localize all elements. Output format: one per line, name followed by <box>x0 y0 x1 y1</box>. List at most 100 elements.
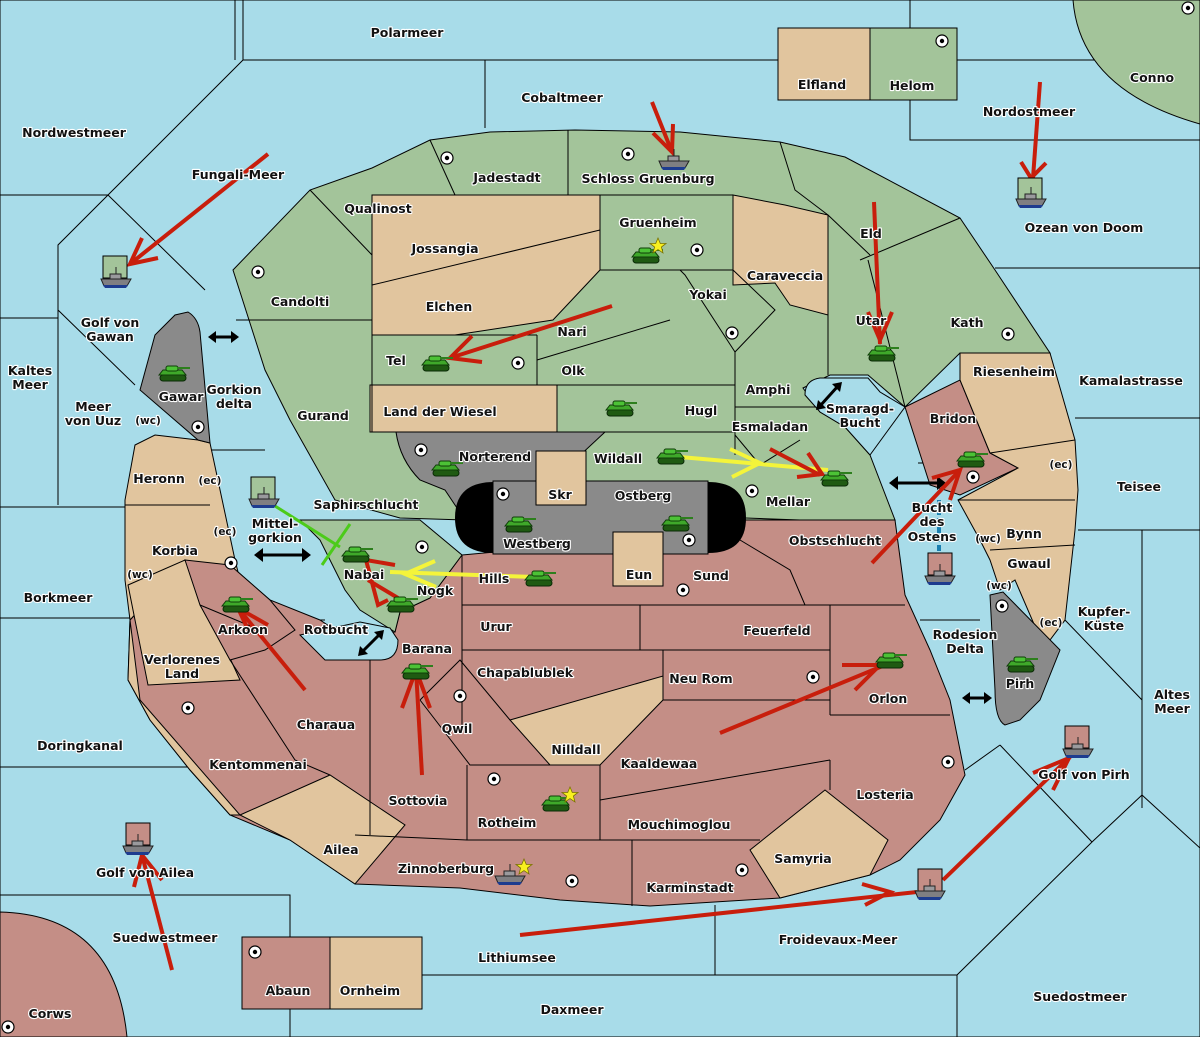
label-jossangia: Jossangia <box>410 241 478 256</box>
label-qualinost: Qualinost <box>344 201 411 216</box>
label-golf-von-gawan-1: Golf von <box>81 315 140 330</box>
label-saphirschlucht: Saphirschlucht <box>314 497 419 512</box>
coast-label-wc: (wc) <box>975 533 1001 545</box>
label-olk: Olk <box>561 363 585 378</box>
sea-rotbucht[interactable] <box>298 621 399 661</box>
label-amphi: Amphi <box>746 382 791 397</box>
label-smaragd-bucht-1: Smaragd- <box>826 401 894 416</box>
label-meer-von-uuz-1: Meer <box>75 399 111 414</box>
label-candolti: Candolti <box>271 294 330 309</box>
territory-samyria[interactable] <box>749 789 889 899</box>
supply-center-icon <box>496 487 510 501</box>
label-kaltes-meer-2: Meer <box>12 377 48 392</box>
label-samyria: Samyria <box>774 851 832 866</box>
label-suedwestmeer: Suedwestmeer <box>113 930 219 945</box>
territory-conno[interactable] <box>1072 0 1200 125</box>
label-kamalastrasse: Kamalastrasse <box>1079 373 1183 388</box>
sea-labels: Polarmeer Cobaltmeer Nordwestmeer Fungal… <box>7 24 1192 1018</box>
label-doringkanal: Doringkanal <box>37 738 123 753</box>
label-riesenheim: Riesenheim <box>973 364 1055 379</box>
sea-smaragd-bucht[interactable] <box>804 377 906 456</box>
label-nordwestmeer: Nordwestmeer <box>22 125 127 140</box>
label-daxmeer: Daxmeer <box>540 1002 604 1017</box>
coast-label-wc: (wc) <box>986 580 1012 592</box>
label-yokai: Yokai <box>688 287 727 302</box>
label-arkoon: Arkoon <box>218 622 268 637</box>
label-mittelgorkion-1: Mittel- <box>252 516 299 531</box>
label-suedostmeer: Suedostmeer <box>1033 989 1127 1004</box>
label-zinnoberburg: Zinnoberburg <box>398 861 494 876</box>
label-cobaltmeer: Cobaltmeer <box>521 90 603 105</box>
land-borders <box>125 130 1076 906</box>
supply-center-icon <box>415 540 429 554</box>
label-bucht-des-ostens-1: Bucht <box>912 500 953 515</box>
supply-center-icon <box>453 689 467 703</box>
label-bridon: Bridon <box>930 411 976 426</box>
territory-nilldall[interactable] <box>509 675 664 766</box>
supply-center-icon <box>966 470 980 484</box>
double-arrow-icon <box>254 548 311 562</box>
land-labels: Elfland Helom Conno Qualinost Jadestadt … <box>27 69 1175 1022</box>
label-verlorenes-land-2: Land <box>165 666 199 681</box>
supply-center-icon <box>414 443 428 457</box>
label-kaltes-meer-1: Kaltes <box>8 363 52 378</box>
label-golf-von-gawan-2: Gawan <box>86 329 134 344</box>
label-nari: Nari <box>557 324 586 339</box>
territory-ailea[interactable] <box>238 774 406 885</box>
label-nabai: Nabai <box>344 567 385 582</box>
label-pirh: Pirh <box>1006 676 1035 691</box>
label-froidevaux-meer: Froidevaux-Meer <box>779 932 898 947</box>
label-ostberg: Ostberg <box>615 488 672 503</box>
label-mellar: Mellar <box>766 494 811 509</box>
supply-center-icon <box>935 34 949 48</box>
label-urur: Urur <box>480 619 512 634</box>
label-kath: Kath <box>951 315 984 330</box>
territory-corws[interactable] <box>0 911 128 1037</box>
label-bynn: Bynn <box>1006 526 1041 541</box>
label-polarmeer: Polarmeer <box>371 25 445 40</box>
impassable-west-cap <box>455 482 494 553</box>
supply-center-icon <box>676 583 690 597</box>
territory-riesenheim-bynn-gwaul[interactable] <box>957 352 1079 646</box>
label-losteria: Losteria <box>856 787 913 802</box>
territory-heronn-korbia[interactable] <box>124 434 242 816</box>
label-land-der-wiesel: Land der Wiesel <box>383 404 496 419</box>
supply-center-icon <box>621 147 635 161</box>
double-arrow-icon <box>208 331 239 343</box>
supply-center-icon <box>248 945 262 959</box>
label-gorkion-delta-2: delta <box>216 396 252 411</box>
label-hugl: Hugl <box>685 403 718 418</box>
supply-center-icon <box>487 772 501 786</box>
label-meer-von-uuz-2: von Uuz <box>65 413 121 428</box>
territory-caraveccia[interactable] <box>732 194 829 316</box>
label-bucht-des-ostens-2: des <box>920 514 945 529</box>
double-arrow-icon <box>889 476 946 490</box>
coast-label-ec: (ec) <box>1050 459 1073 471</box>
label-bucht-des-ostens-3: Ostens <box>908 529 957 544</box>
coast-label-ec: (ec) <box>214 526 237 538</box>
label-barana: Barana <box>402 641 452 656</box>
territory-ornheim[interactable] <box>329 936 423 1010</box>
label-utar: Utar <box>856 313 888 328</box>
label-charaua: Charaua <box>297 717 355 732</box>
territory-skr[interactable] <box>535 450 587 506</box>
label-verlorenes-land-1: Verlorenes <box>144 652 220 667</box>
label-rodesion-delta-2: Delta <box>946 641 984 656</box>
label-teisee: Teisee <box>1117 479 1161 494</box>
label-kupfer-kueste-1: Kupfer- <box>1078 604 1131 619</box>
label-feuerfeld: Feuerfeld <box>743 623 810 638</box>
units <box>100 148 1094 901</box>
impassable-east-cap <box>708 482 746 553</box>
territory-verlorenes-land[interactable] <box>127 559 241 686</box>
territory-eun[interactable] <box>612 531 664 587</box>
label-nogk: Nogk <box>417 583 454 598</box>
inner-seas <box>298 377 906 661</box>
ring-landmass <box>124 129 1079 907</box>
adjacency-arrows <box>208 331 992 704</box>
label-gwaul: Gwaul <box>1007 556 1050 571</box>
double-arrow-icon <box>816 382 842 410</box>
label-conno: Conno <box>1130 70 1175 85</box>
coast-labels: (wc) (ec) (ec) (wc) (ec) (wc) (wc) (ec) <box>126 414 1073 630</box>
